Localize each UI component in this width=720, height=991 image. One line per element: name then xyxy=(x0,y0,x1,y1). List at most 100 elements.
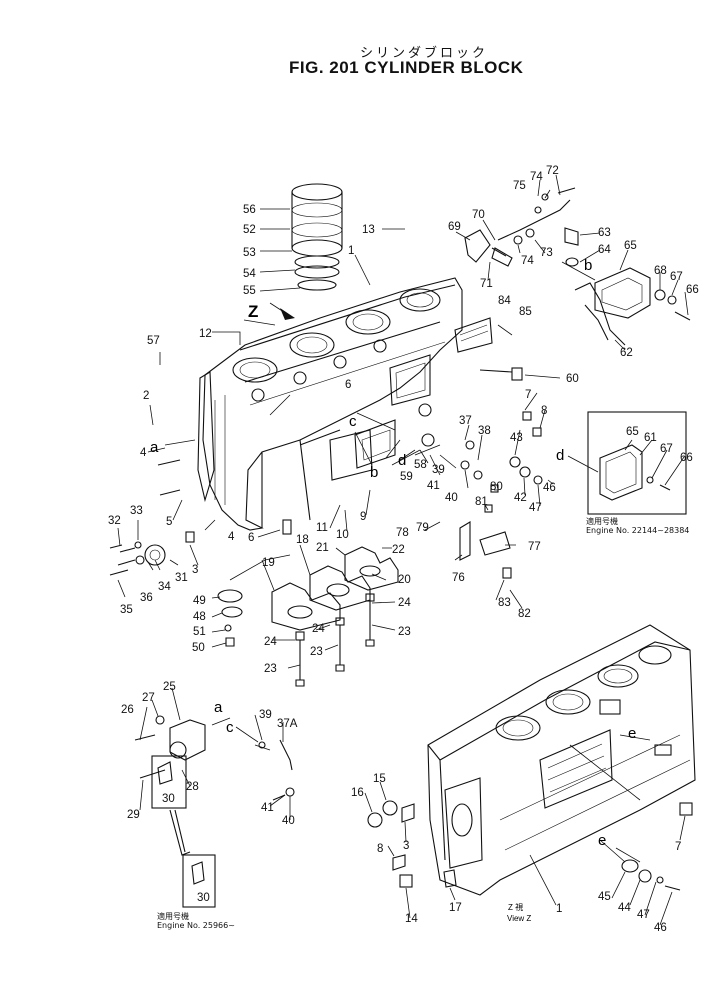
callout-59-75: 59 xyxy=(400,471,413,483)
inset-d-note-engine: Engine No. 22144~28384 xyxy=(586,526,690,535)
callout-27-36: 27 xyxy=(142,692,155,704)
callout-21-26: 21 xyxy=(316,542,329,554)
callout-53-69: 53 xyxy=(243,247,256,259)
callout-81-101: 81 xyxy=(475,496,488,508)
callout-65-81: 65 xyxy=(624,240,637,252)
callout-71-90: 71 xyxy=(480,278,493,290)
view-z-loose-parts xyxy=(367,800,693,891)
callout-4-5: 4 xyxy=(140,447,147,459)
callout-38-49: 38 xyxy=(478,425,491,437)
callout-66-84: 66 xyxy=(680,452,693,464)
callout-66-83: 66 xyxy=(686,284,699,296)
callout-52-68: 52 xyxy=(243,224,256,236)
callout-68-87: 68 xyxy=(654,265,667,277)
lower-note-jp: 適用号機 xyxy=(157,912,189,921)
callout-63-79: 63 xyxy=(598,227,611,239)
callout-82-102: 82 xyxy=(518,608,531,620)
callout-33-43: 33 xyxy=(130,505,143,517)
view-z-jp-label: Z 視 xyxy=(508,903,523,912)
view-z-block xyxy=(427,624,696,896)
callout-5-7: 5 xyxy=(166,516,172,528)
inset-d xyxy=(567,411,687,515)
callout-13-18: 13 xyxy=(362,224,375,236)
marker-c: c xyxy=(349,413,357,430)
callout-15-20: 15 xyxy=(373,773,386,785)
callout-8-13: 8 xyxy=(377,843,383,855)
callout-80-100: 80 xyxy=(490,481,503,493)
main-cylinder-block xyxy=(197,277,463,535)
callout-3-4: 3 xyxy=(403,840,409,852)
callout-62-78: 62 xyxy=(620,347,633,359)
callout-14-19: 14 xyxy=(405,913,418,925)
callout-50-66: 50 xyxy=(192,642,205,654)
callout-60-76: 60 xyxy=(566,373,579,385)
callout-24-32: 24 xyxy=(264,636,277,648)
callout-49-65: 49 xyxy=(193,595,206,607)
callout-43-57: 43 xyxy=(510,432,523,444)
callout-72-91: 72 xyxy=(546,165,559,177)
marker-c-detail: c xyxy=(226,719,234,736)
callout-55-71: 55 xyxy=(243,285,256,297)
callout-3-3: 3 xyxy=(192,564,198,576)
callout-22-27: 22 xyxy=(392,544,405,556)
view-z-marker: Z xyxy=(248,302,258,321)
callout-34-44: 34 xyxy=(158,581,171,593)
leader-lines xyxy=(117,174,689,926)
callout-8-12: 8 xyxy=(541,405,547,417)
callout-47-63: 47 xyxy=(637,909,650,921)
callout-39-51: 39 xyxy=(259,709,272,721)
callout-28-37: 28 xyxy=(186,781,199,793)
lower-note-engine: Engine No. 25966~ xyxy=(157,921,235,930)
callout-1-1: 1 xyxy=(556,903,562,915)
callout-30-40: 30 xyxy=(197,892,210,904)
callout-64-80: 64 xyxy=(598,244,611,256)
callout-67-86: 67 xyxy=(660,443,673,455)
marker-a: a xyxy=(150,439,159,456)
callout-39-50: 39 xyxy=(432,464,445,476)
callout-30-39: 30 xyxy=(162,793,175,805)
callout-79-99: 79 xyxy=(416,522,429,534)
callout-51-67: 51 xyxy=(193,626,206,638)
callout-7-10: 7 xyxy=(525,389,531,401)
callout-61-77: 61 xyxy=(644,432,657,444)
callout-70-89: 70 xyxy=(472,209,485,221)
callout-4-6: 4 xyxy=(228,531,235,543)
figure-title-japanese: シリンダブロック xyxy=(360,46,489,61)
left-lower-gaskets xyxy=(217,554,291,647)
lower-left-detail xyxy=(134,715,295,908)
callout-65-82: 65 xyxy=(626,426,639,438)
callout-54-70: 54 xyxy=(243,268,256,280)
marker-d: d xyxy=(398,452,406,469)
callout-45-59: 45 xyxy=(598,891,611,903)
callout-69-88: 69 xyxy=(448,221,461,233)
callout-10-15: 10 xyxy=(336,529,349,541)
main-bearing-caps xyxy=(271,546,399,631)
callout-36-46: 36 xyxy=(140,592,153,604)
callout-40-53: 40 xyxy=(282,815,295,827)
callout-75-95: 75 xyxy=(513,180,526,192)
callout-17-22: 17 xyxy=(449,902,462,914)
callout-41-55: 41 xyxy=(261,802,274,814)
callout-9-14: 9 xyxy=(360,511,366,523)
callout-48-64: 48 xyxy=(193,611,206,623)
callout-74-94: 74 xyxy=(521,255,534,267)
callout-67-85: 67 xyxy=(670,271,683,283)
callout-46-60: 46 xyxy=(543,482,556,494)
figure-title: FIG. 201 CYLINDER BLOCK xyxy=(289,58,524,77)
callout-16-21: 16 xyxy=(351,787,364,799)
view-z-label: View Z xyxy=(507,914,531,923)
callout-40-52: 40 xyxy=(445,492,458,504)
view-marker-labels: Z a a c c b b d d e e Z 視 View Z xyxy=(150,257,636,923)
callout-6-9: 6 xyxy=(345,379,351,391)
callout-78-98: 78 xyxy=(396,527,409,539)
callout-37-47: 37 xyxy=(459,415,472,427)
callout-76-96: 76 xyxy=(452,572,465,584)
callout-73-92: 73 xyxy=(540,247,553,259)
callout-2-2: 2 xyxy=(143,390,149,402)
callout-83-103: 83 xyxy=(498,597,511,609)
callout-31-41: 31 xyxy=(175,572,188,584)
callout-85-105: 85 xyxy=(519,306,532,318)
callout-18-23: 18 xyxy=(296,534,309,546)
